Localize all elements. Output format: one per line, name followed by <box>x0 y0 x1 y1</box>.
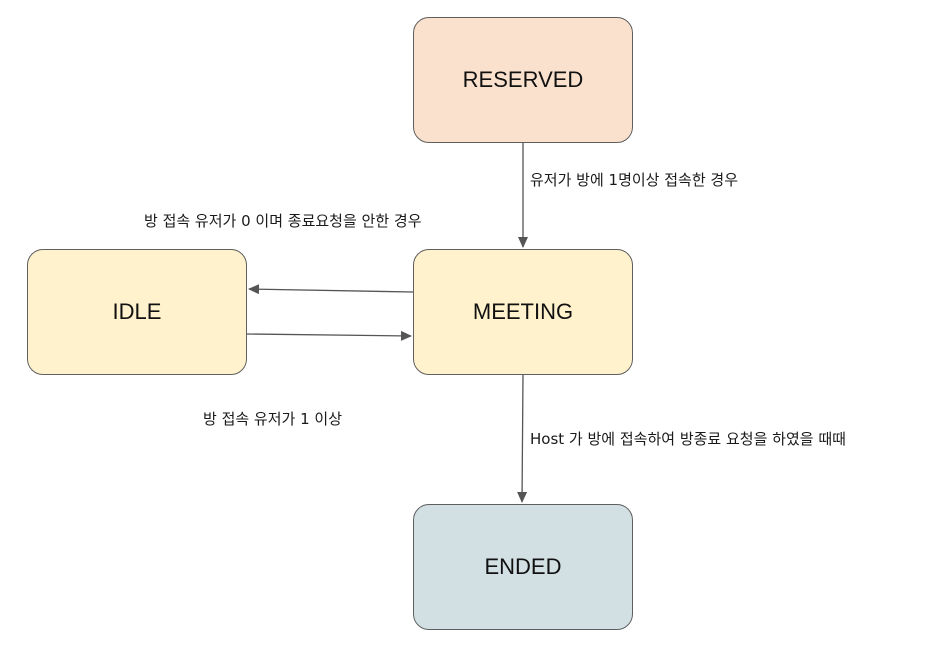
state-reserved-label: RESERVED <box>462 67 584 92</box>
state-idle: IDLE <box>27 249 247 375</box>
state-reserved: RESERVED <box>413 17 633 143</box>
edge-meeting-to-ended <box>517 374 528 503</box>
edge-label-meeting-to-ended: Host 가 방에 접속하여 방종료 요청을 하였을 때때 <box>530 430 846 448</box>
state-meeting-label: MEETING <box>472 299 574 324</box>
state-ended: ENDED <box>413 504 633 630</box>
state-meeting: MEETING <box>413 249 633 375</box>
edge-label-reserved-to-meeting: 유저가 방에 1명이상 접속한 경우 <box>530 171 739 189</box>
edge-meeting-to-idle <box>248 284 414 295</box>
edge-label-idle-to-meeting: 방 접속 유저가 1 이상 <box>203 410 343 428</box>
edge-label-meeting-to-idle: 방 접속 유저가 0 이며 종료요청을 안한 경우 <box>144 212 422 230</box>
edge-idle-to-meeting <box>246 330 412 341</box>
state-ended-label: ENDED <box>484 554 562 579</box>
state-idle-label: IDLE <box>112 299 162 324</box>
